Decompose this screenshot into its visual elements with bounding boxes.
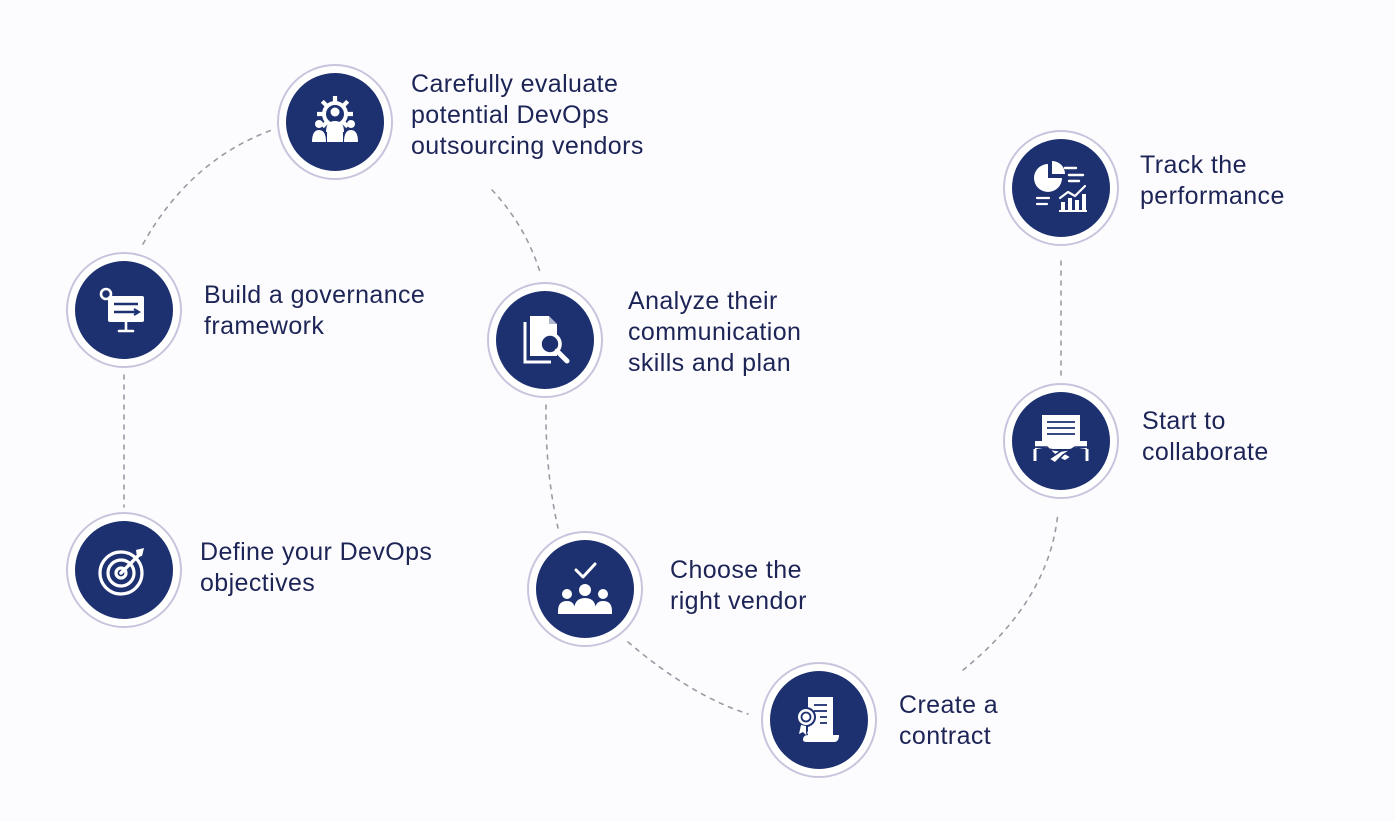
connector-evaluate-to-analyze [491,189,541,273]
handshake-contract-icon [1033,415,1089,465]
step-governance-circle [66,252,182,368]
connector-choose-to-contract [627,641,749,715]
step-collaborate-label: Start to collaborate [1142,407,1269,466]
step-define-objectives-circle [66,512,182,628]
team-checkmark-icon [558,562,612,614]
step-governance-label: Build a governance framework [204,281,426,340]
connector-contract-to-collaborate [962,511,1059,671]
step-choose-vendor-circle [527,531,643,647]
connector-analyze-to-choose [545,404,559,529]
connector-governance-to-evaluate [142,129,273,245]
team-gear-icon [312,96,358,142]
step-create-contract-circle [761,662,877,778]
target-icon [98,548,144,596]
step-choose-vendor-label: Choose the right vendor [670,556,807,615]
step-analyze-communication-circle [487,282,603,398]
step-define-objectives-label: Define your DevOps objectives [200,538,433,597]
step-evaluate-vendors-circle [277,64,393,180]
certificate-scroll-icon [796,697,839,742]
analytics-chart-icon [1034,161,1087,212]
presentation-board-icon [99,287,144,333]
step-track-performance-label: Track the performance [1140,151,1285,210]
step-evaluate-vendors-label: Carefully evaluate potential DevOps outs… [411,70,644,160]
document-search-icon [523,316,570,364]
step-track-performance-circle [1003,130,1119,246]
step-analyze-communication-label: Analyze their communication skills and p… [628,287,802,377]
step-create-contract-label: Create a contract [899,691,999,750]
step-collaborate-circle [1003,383,1119,499]
